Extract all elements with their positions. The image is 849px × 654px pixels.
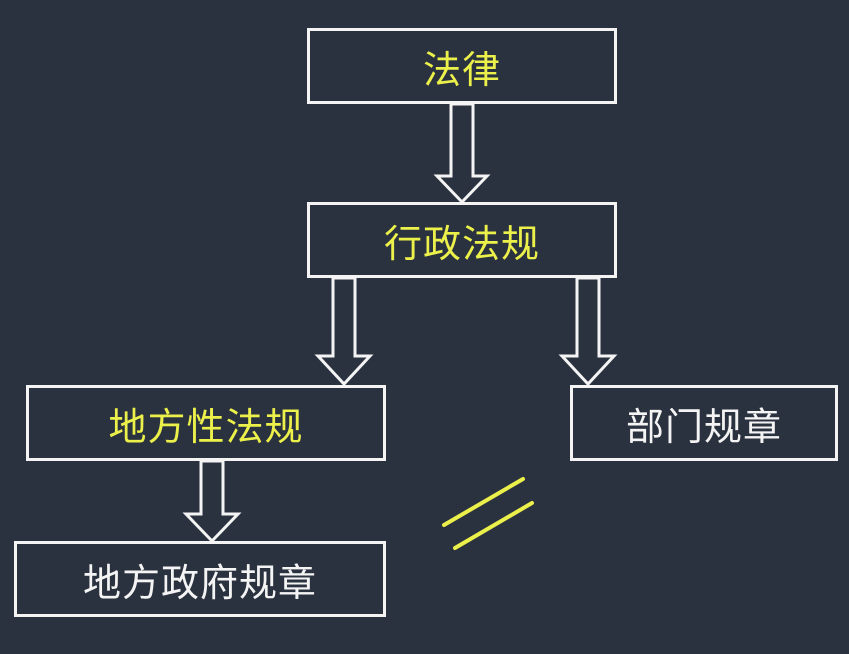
node-local-regulations-label: 地方性法规	[108, 404, 304, 449]
arrow-admin-to-dept	[558, 276, 618, 387]
node-local-regulations: 地方性法规	[26, 385, 386, 461]
arrow-local-to-govt	[182, 459, 242, 544]
node-department-rules: 部门规章	[570, 385, 838, 461]
node-administrative-regulations-label: 行政法规	[383, 221, 540, 266]
arrow-admin-to-local	[314, 276, 374, 387]
arrow-law-to-admin	[433, 102, 491, 205]
node-local-government-rules-label: 地方政府规章	[82, 560, 317, 605]
node-local-government-rules: 地方政府规章	[14, 541, 386, 617]
node-law-label: 法律	[422, 47, 501, 92]
node-law: 法律	[307, 28, 617, 104]
node-department-rules-label: 部门规章	[625, 404, 782, 449]
parallel-equal-mark	[442, 477, 534, 550]
node-administrative-regulations: 行政法规	[307, 202, 617, 278]
